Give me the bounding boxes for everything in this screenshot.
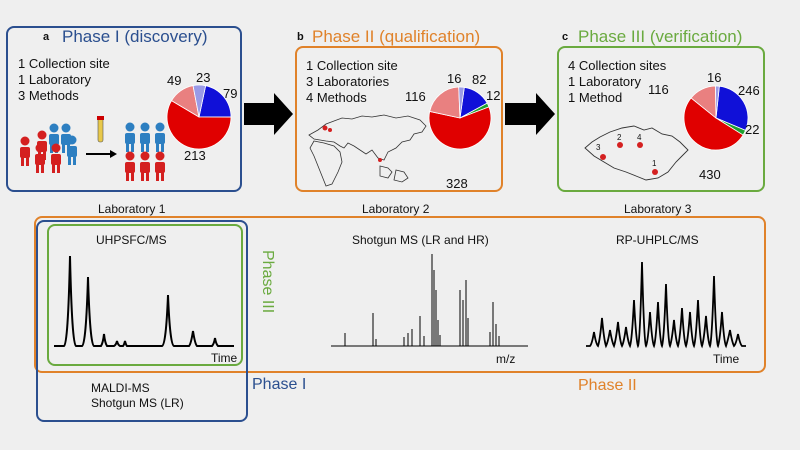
- method-maldi: MALDI-MS: [91, 381, 150, 395]
- pie-slice: [715, 85, 720, 119]
- info-line: 1 Laboratory: [18, 72, 91, 87]
- crowd-icon: [49, 123, 77, 165]
- pie-label: 430: [699, 167, 721, 182]
- axis-label-time: Time: [211, 351, 238, 365]
- pie-label: 23: [196, 70, 211, 85]
- pie-label: 116: [648, 82, 669, 97]
- pie-label: 79: [223, 86, 238, 101]
- pie-label: 213: [184, 148, 206, 163]
- pie-label: 246: [738, 83, 760, 98]
- pie-slice: [428, 106, 492, 150]
- pie-slice: [166, 100, 232, 150]
- panel-letter-a: a: [43, 31, 50, 43]
- info-line: 1 Laboratory: [568, 74, 641, 89]
- arrow-right-icon: [244, 93, 293, 135]
- map-marker: [637, 142, 643, 148]
- info-line: 4 Collection sites: [568, 58, 667, 73]
- pie-slice: [198, 85, 232, 118]
- lab-label-3: Laboratory 3: [624, 202, 692, 216]
- phase3-title: Phase III (verification): [578, 27, 743, 46]
- method-shotgun-lr: Shotgun MS (LR): [91, 396, 184, 410]
- phase2-title: Phase II (qualification): [312, 27, 481, 46]
- pie-label: 16: [447, 71, 462, 86]
- method-uhpsfc: UHPSFC/MS: [96, 233, 167, 247]
- phase3-region: [47, 224, 243, 366]
- pie-label: 12: [486, 88, 501, 103]
- lab-label-2: Laboratory 2: [362, 202, 430, 216]
- pie-label: 49: [167, 73, 182, 88]
- panel-letter-b: b: [297, 31, 304, 43]
- info-line: 4 Methods: [306, 90, 367, 105]
- map-marker: [617, 142, 623, 148]
- map-point-label: 2: [617, 133, 622, 142]
- pie-label: 116: [405, 89, 426, 104]
- info-line: 3 Laboratories: [306, 74, 390, 89]
- panel-letter-c: c: [562, 31, 569, 43]
- arrow-icon: [86, 150, 117, 158]
- phase1-info: 1 Collection site 1 Laboratory 3 Methods: [18, 56, 110, 104]
- pie-slice: [192, 84, 207, 118]
- method-rp: RP-UHPLC/MS: [616, 233, 699, 247]
- pie-label: 328: [446, 176, 468, 191]
- pie-label: 82: [472, 72, 487, 87]
- info-line: 1 Collection site: [18, 56, 110, 71]
- phase3-panel: [557, 46, 765, 192]
- phase1-title: Phase I (discovery): [62, 27, 208, 46]
- info-line: 1 Method: [568, 90, 623, 105]
- arrow-right-icon: [505, 93, 555, 135]
- map-point-label: 4: [637, 133, 642, 142]
- map-marker: [652, 169, 658, 175]
- map-point-label: 1: [652, 159, 657, 168]
- phase1-region-label: Phase I: [252, 376, 307, 393]
- phase1-panel: [6, 26, 242, 192]
- lab-label-1: Laboratory 1: [98, 202, 166, 216]
- info-line: 1 Collection site: [306, 58, 398, 73]
- axis-label-mz: m/z: [496, 352, 516, 366]
- phase2-info: 1 Collection site 3 Laboratories 4 Metho…: [306, 58, 398, 106]
- pie-label: 22: [745, 122, 760, 137]
- pie-slice: [715, 85, 749, 131]
- phase3-info: 4 Collection sites 1 Laboratory 1 Method: [568, 58, 666, 106]
- phase2-region-label: Phase II: [578, 377, 637, 394]
- phase2-panel: [295, 46, 503, 192]
- sample-tube-icon: [97, 116, 104, 143]
- pie-label: 16: [707, 70, 722, 85]
- map-marker: [600, 154, 606, 160]
- pie-slice: [458, 86, 465, 119]
- phase2-region: [34, 216, 766, 373]
- phase1-region: [36, 220, 248, 422]
- axis-label-time: Time: [713, 352, 740, 366]
- pie-slice: [429, 86, 461, 119]
- map-point-label: 3: [596, 143, 601, 152]
- pie-slice: [683, 97, 744, 151]
- info-line: 3 Methods: [18, 88, 79, 103]
- method-shotgun: Shotgun MS (LR and HR): [352, 233, 489, 247]
